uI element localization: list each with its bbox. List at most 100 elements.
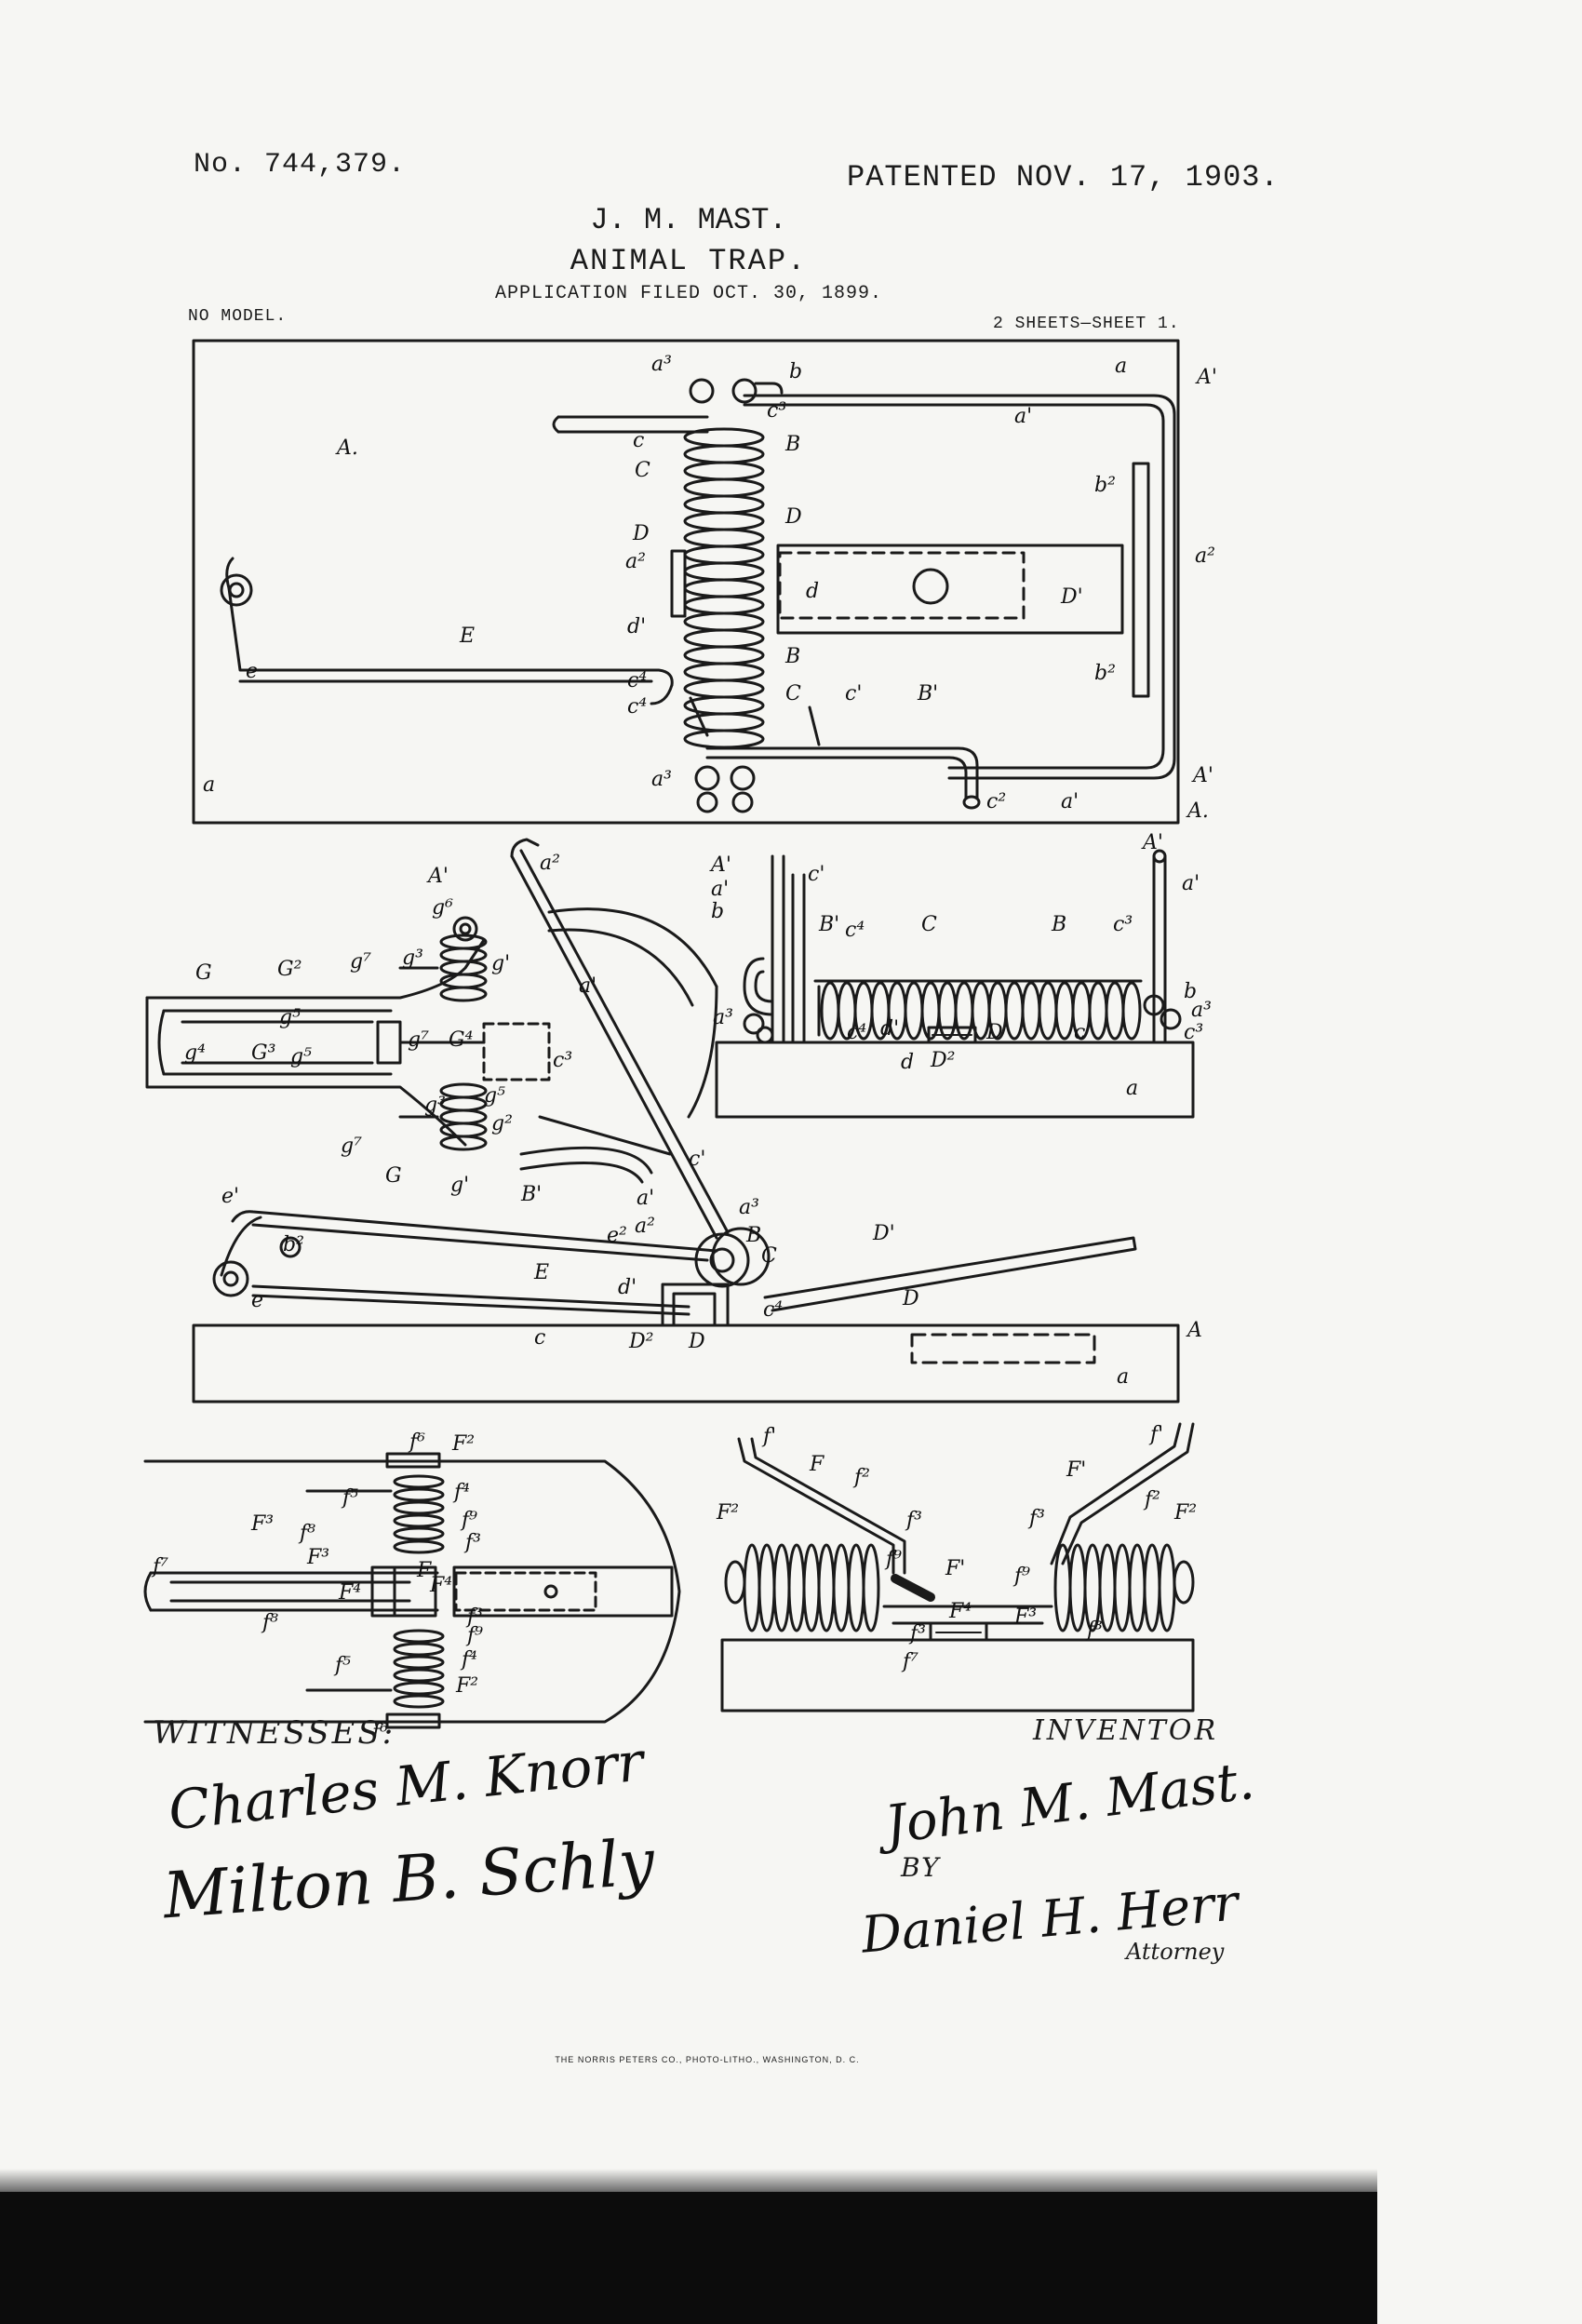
svg-text:D²: D² <box>930 1049 955 1072</box>
svg-text:c⁴: c⁴ <box>847 1021 866 1044</box>
patent-drawing: a³ b a A' a' c³ c B A. C b² D D a² a² d … <box>143 339 1217 1744</box>
svg-text:c³: c³ <box>1113 913 1133 936</box>
svg-text:B': B' <box>520 1183 542 1206</box>
svg-text:c': c' <box>845 682 862 705</box>
patent-date: PATENTED NOV. 17, 1903. <box>847 160 1280 195</box>
svg-text:d: d <box>901 1051 914 1074</box>
printer-imprint: THE NORRIS PETERS CO., PHOTO-LITHO., WAS… <box>555 2055 860 2064</box>
figure-4-labels: f⁶ F² f⁵ f⁴ F³ f⁸ f⁹ f³ F³ f⁷ F F⁴ F⁴ f⁸… <box>151 1431 483 1744</box>
figure-5-labels: f' f' F f² F' f² F² F² f³ f³ f⁹ F' f⁹ F⁴… <box>716 1423 1197 1673</box>
svg-text:c: c <box>1074 1021 1085 1044</box>
svg-text:A.: A. <box>1186 799 1209 823</box>
svg-text:D: D <box>902 1287 919 1310</box>
fig3-label: Fig. 3. <box>862 1124 1007 1193</box>
svg-text:f³: f³ <box>465 1605 483 1629</box>
svg-text:F⁴: F⁴ <box>429 1574 452 1597</box>
svg-text:F: F <box>809 1453 825 1476</box>
svg-text:c': c' <box>689 1148 705 1171</box>
svg-text:G⁴: G⁴ <box>449 1028 473 1052</box>
svg-text:g³: g³ <box>424 1094 446 1117</box>
svg-text:e²: e² <box>607 1224 627 1247</box>
svg-text:g⁶: g⁶ <box>432 896 453 920</box>
svg-text:E: E <box>459 625 475 648</box>
svg-text:f⁹: f⁹ <box>465 1624 483 1647</box>
svg-text:d': d' <box>618 1276 637 1299</box>
svg-text:F³: F³ <box>1013 1605 1037 1629</box>
figure-1-labels: a³ b a A' a' c³ c B A. C b² D D a² a² d … <box>203 353 1217 823</box>
svg-text:b: b <box>1184 980 1197 1003</box>
svg-text:C: C <box>635 459 650 482</box>
svg-text:D: D <box>688 1330 705 1353</box>
svg-text:e: e <box>246 660 258 683</box>
svg-text:F⁴: F⁴ <box>338 1581 361 1605</box>
svg-text:g': g' <box>491 952 510 975</box>
svg-text:d: d <box>806 580 819 603</box>
svg-text:G: G <box>195 961 212 985</box>
svg-text:g⁵: g⁵ <box>279 1006 301 1029</box>
svg-text:g⁴: g⁴ <box>184 1041 206 1065</box>
svg-text:c⁴: c⁴ <box>627 669 647 692</box>
patent-title: ANIMAL TRAP. <box>570 244 808 278</box>
svg-text:f⁴: f⁴ <box>460 1648 477 1672</box>
svg-text:B: B <box>1051 913 1066 936</box>
svg-text:C: C <box>761 1244 777 1268</box>
svg-text:b: b <box>789 360 802 383</box>
by-label: BY <box>901 1852 941 1883</box>
svg-text:a': a' <box>637 1187 654 1210</box>
svg-text:g⁷: g⁷ <box>341 1135 362 1158</box>
svg-text:a²: a² <box>635 1215 655 1238</box>
svg-text:c: c <box>633 429 644 452</box>
svg-text:f⁹: f⁹ <box>1012 1565 1030 1588</box>
svg-text:a³: a³ <box>713 1006 733 1029</box>
svg-text:a²: a² <box>540 852 560 875</box>
svg-text:f³: f³ <box>1027 1507 1045 1530</box>
svg-text:D: D <box>985 1021 1003 1044</box>
svg-text:g²: g² <box>491 1112 513 1135</box>
svg-text:f⁷: f⁷ <box>901 1650 918 1673</box>
svg-text:b²: b² <box>1094 474 1116 497</box>
fig2-label: Fig. 2. <box>533 1378 679 1452</box>
svg-text:C: C <box>921 913 937 936</box>
svg-text:E: E <box>533 1261 549 1284</box>
figure-5-drawing <box>720 1422 1195 1713</box>
figure-1-drawing <box>192 339 1180 825</box>
svg-text:g⁵: g⁵ <box>290 1045 312 1068</box>
svg-text:C: C <box>785 682 801 705</box>
figure-2-labels: a² a' c³ c' e' B' a' a³ b² e² a² B C D' … <box>221 852 1202 1389</box>
figure-4-drawing <box>143 1452 681 1729</box>
svg-text:c': c' <box>808 863 825 886</box>
svg-text:D: D <box>632 522 650 545</box>
svg-text:f⁹: f⁹ <box>884 1548 902 1571</box>
svg-text:A': A' <box>426 865 449 888</box>
svg-text:f⁴: f⁴ <box>452 1481 470 1504</box>
svg-text:D': D' <box>1060 585 1083 609</box>
svg-text:f⁹: f⁹ <box>460 1509 477 1532</box>
svg-text:g³: g³ <box>402 947 423 970</box>
svg-text:B: B <box>784 645 800 668</box>
witnesses-label: WITNESSES: <box>153 1714 396 1752</box>
svg-text:A': A' <box>1141 831 1163 854</box>
svg-text:a²: a² <box>625 550 646 573</box>
svg-text:g⁷: g⁷ <box>408 1028 429 1052</box>
svg-text:f': f' <box>1148 1423 1163 1446</box>
svg-text:a': a' <box>1061 790 1079 813</box>
svg-text:b²: b² <box>283 1233 304 1256</box>
svg-text:f⁶: f⁶ <box>370 1721 388 1744</box>
svg-text:F⁴: F⁴ <box>948 1600 972 1623</box>
svg-text:f⁸: f⁸ <box>261 1611 278 1634</box>
svg-text:a': a' <box>1182 872 1200 895</box>
svg-text:A.: A. <box>335 437 358 460</box>
svg-text:G²: G² <box>277 958 302 981</box>
svg-text:c: c <box>534 1326 545 1350</box>
svg-text:c⁴: c⁴ <box>763 1298 783 1322</box>
figure-6-drawing <box>145 916 551 1151</box>
svg-text:D': D' <box>872 1222 895 1245</box>
svg-text:f⁷: f⁷ <box>151 1555 168 1578</box>
svg-text:e: e <box>251 1289 263 1312</box>
svg-text:e': e' <box>221 1185 239 1208</box>
svg-text:a': a' <box>1014 405 1032 428</box>
svg-text:D: D <box>784 505 802 529</box>
svg-text:f³: f³ <box>908 1622 926 1646</box>
application-filed: APPLICATION FILED OCT. 30, 1899. <box>494 283 883 304</box>
svg-text:a: a <box>1126 1077 1138 1100</box>
